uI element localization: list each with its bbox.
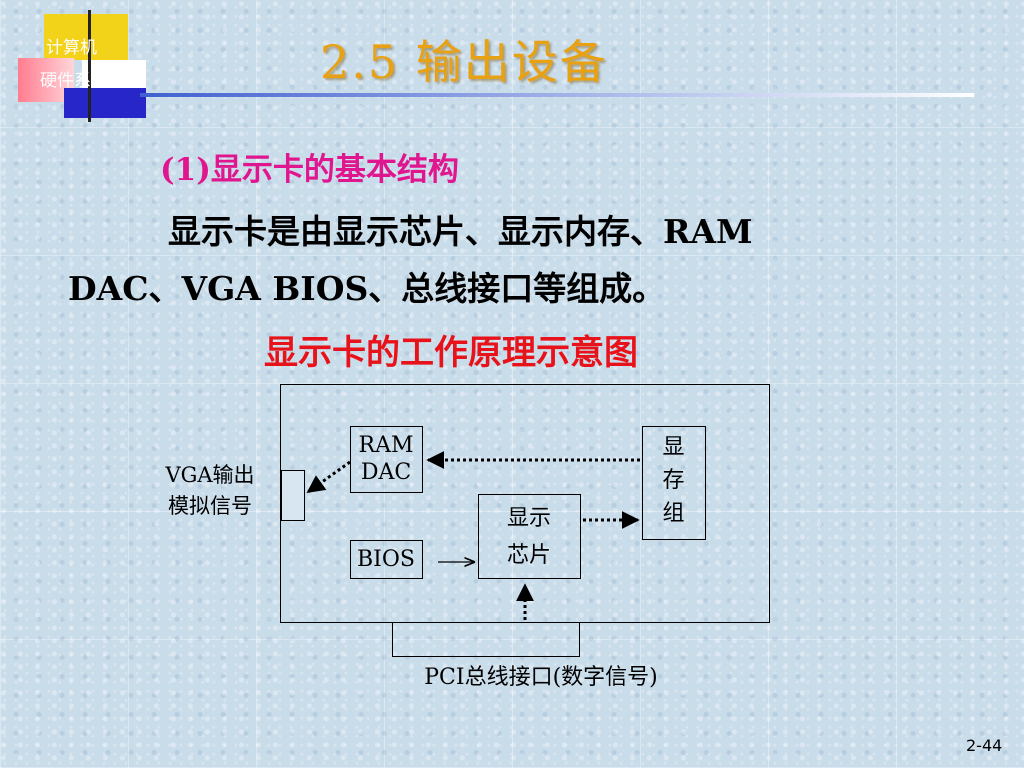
ramdac-label-line2: DAC bbox=[360, 460, 412, 485]
vga-label-line2: 模拟信号 bbox=[168, 494, 252, 518]
memory-label-line1: 显 bbox=[662, 435, 685, 460]
title-underline bbox=[140, 93, 974, 97]
ramdac-block: RAM DAC bbox=[350, 426, 423, 493]
logo-text-line2: 硬件系统 bbox=[40, 71, 108, 91]
diagram-title: 显示卡的工作原理示意图 bbox=[264, 333, 638, 373]
display-chip-block: 显示 芯片 bbox=[478, 494, 581, 579]
pci-bus-label: PCI总线接口(数字信号) bbox=[424, 665, 658, 690]
section-heading: (1)显示卡的基本结构 bbox=[160, 152, 459, 188]
memory-label-line3: 组 bbox=[662, 501, 685, 526]
chip-label-line1: 显示 bbox=[506, 506, 551, 531]
logo-yellow-block bbox=[44, 14, 128, 60]
slide-title: 2.5 输出设备 bbox=[320, 35, 608, 89]
chip-label-line2: 芯片 bbox=[506, 543, 551, 568]
ramdac-label-line1: RAM bbox=[358, 433, 414, 458]
logo-blue-block bbox=[64, 88, 146, 118]
logo-text-line1: 计算机 bbox=[46, 38, 97, 58]
vga-port bbox=[281, 470, 305, 521]
body-text-line1: 显示卡是由显示芯片、显示内存、RAM bbox=[168, 212, 753, 251]
memory-bank-block: 显 存 组 bbox=[642, 426, 706, 540]
vga-output-label: VGA输出 模拟信号 bbox=[140, 460, 280, 522]
logo-divider bbox=[88, 10, 91, 122]
body-text-line2: DAC、VGA BIOS、总线接口等组成。 bbox=[68, 269, 666, 308]
logo-white-block bbox=[82, 60, 146, 90]
graphics-card-outline bbox=[280, 384, 770, 623]
pci-connector bbox=[392, 623, 580, 657]
bios-label: BIOS bbox=[357, 547, 415, 572]
vga-label-line1: VGA输出 bbox=[165, 463, 255, 487]
page-number: 2-44 bbox=[966, 736, 1003, 755]
bios-block: BIOS bbox=[350, 540, 423, 579]
memory-label-line2: 存 bbox=[662, 468, 685, 493]
